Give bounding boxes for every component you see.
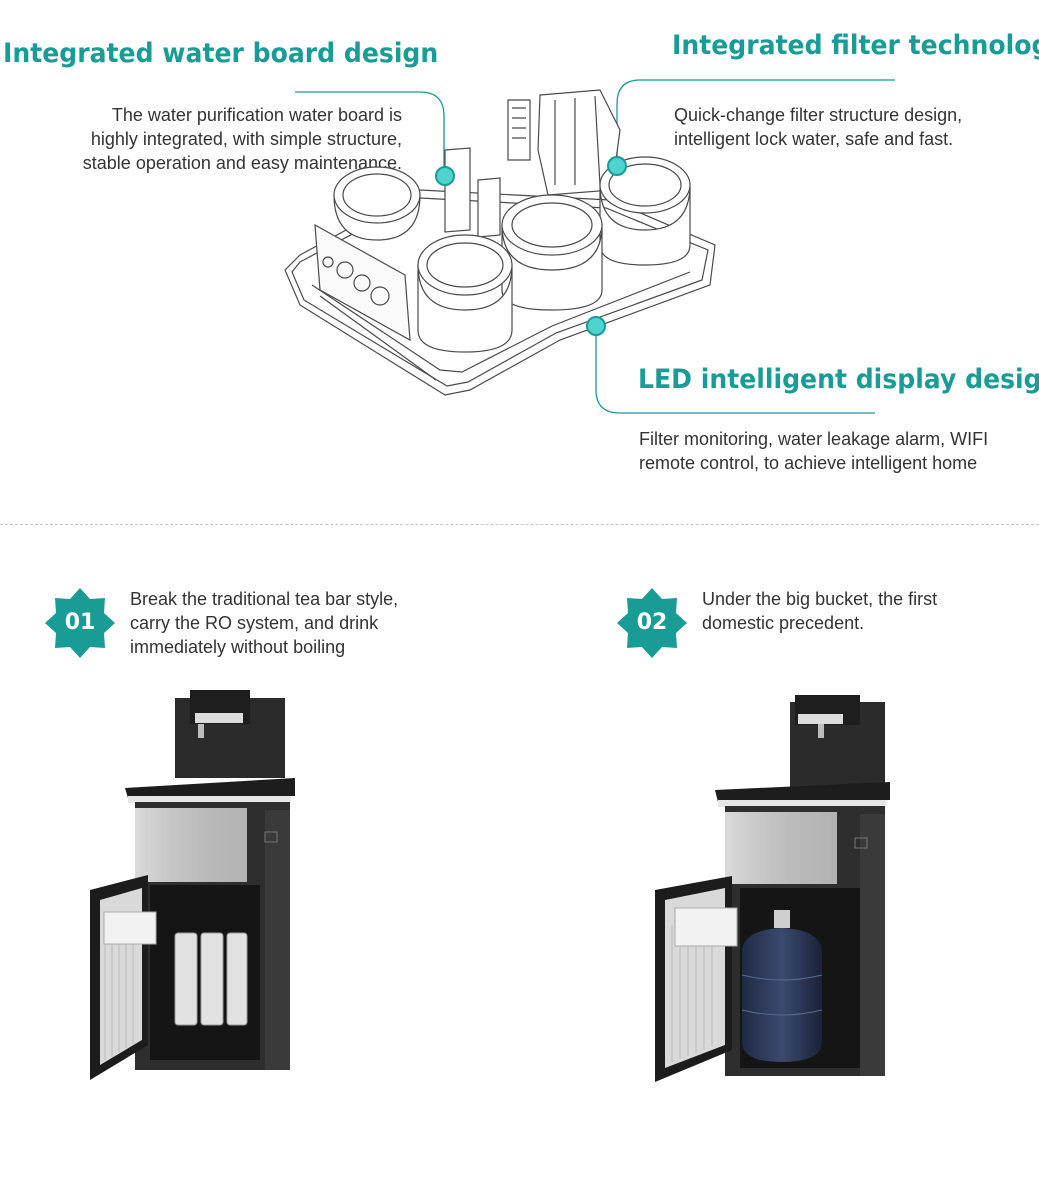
- water-board-line: highly integrated, with simple structure…: [90, 129, 402, 149]
- callout-line: [595, 326, 875, 414]
- item-01-description: Break the traditional tea bar style, car…: [130, 587, 460, 659]
- callout-marker: [586, 316, 606, 336]
- badge-octagram: [617, 588, 687, 658]
- badge-number: 01: [64, 610, 96, 635]
- filter-title: Integrated filter technology: [672, 30, 1039, 61]
- item-line: Break the traditional tea bar style,: [130, 589, 399, 609]
- water-board-line: The water purification water board is: [111, 105, 402, 125]
- item-02-description: Under the big bucket, the first domestic…: [702, 587, 1032, 635]
- led-description: Filter monitoring, water leakage alarm, …: [639, 427, 1039, 475]
- filter-line: Quick-change filter structure design,: [674, 105, 963, 125]
- water-board-illustration: [284, 79, 895, 414]
- water-dispenser-filters: [90, 690, 295, 1080]
- led-line: Filter monitoring, water leakage alarm, …: [639, 429, 989, 449]
- callout-marker: [435, 166, 455, 186]
- filter-line: intelligent lock water, safe and fast.: [674, 129, 954, 149]
- badge-octagram: [45, 588, 115, 658]
- water-board-title: Integrated water board design: [3, 38, 439, 69]
- section-divider: [0, 524, 1039, 525]
- callout-marker: [607, 156, 627, 176]
- callout-line: [295, 91, 445, 176]
- water-board-description: The water purification water board is hi…: [20, 103, 402, 175]
- led-line: remote control, to achieve intelligent h…: [639, 453, 978, 473]
- led-title: LED intelligent display design: [638, 364, 1039, 395]
- badge-02: 02: [617, 588, 687, 658]
- callout-line: [616, 79, 895, 166]
- filter-description: Quick-change filter structure design, in…: [674, 103, 1034, 151]
- item-line: carry the RO system, and drink: [130, 613, 379, 633]
- item-line: domestic precedent.: [702, 613, 865, 633]
- water-board-line: stable operation and easy maintenance.: [82, 153, 402, 173]
- badge-number: 02: [636, 610, 668, 635]
- item-line: Under the big bucket, the first: [702, 589, 938, 609]
- badge-01: 01: [45, 588, 115, 658]
- water-dispenser-bucket: [655, 695, 890, 1082]
- item-line: immediately without boiling: [130, 637, 346, 657]
